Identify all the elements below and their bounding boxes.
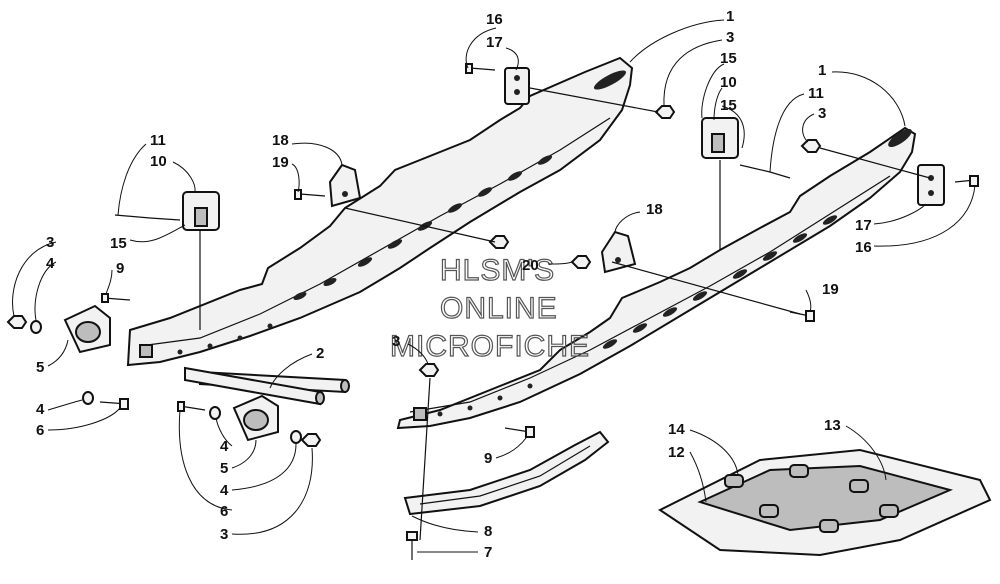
callout-19: 19 <box>272 154 289 171</box>
callout-5: 5 <box>220 460 228 477</box>
callout-labels: 16 17 1 3 15 10 15 1 11 3 11 10 18 19 15… <box>36 8 872 561</box>
callout-15: 15 <box>720 50 737 67</box>
callout-4: 4 <box>46 255 55 272</box>
callout-19: 19 <box>822 281 839 298</box>
track-section <box>658 448 992 557</box>
callout-4: 4 <box>36 401 45 418</box>
callout-7: 7 <box>484 544 492 561</box>
callout-4: 4 <box>220 438 229 455</box>
watermark-line-2: ONLINE <box>440 292 558 325</box>
callout-17: 17 <box>855 217 872 234</box>
cross-shafts <box>184 366 350 406</box>
callout-4: 4 <box>220 482 229 499</box>
callout-3: 3 <box>726 29 734 46</box>
callout-3: 3 <box>46 234 54 251</box>
callout-11: 11 <box>150 132 166 149</box>
callout-17: 17 <box>486 34 503 51</box>
hardware <box>6 63 979 560</box>
callout-18: 18 <box>272 132 289 149</box>
callout-18: 18 <box>646 201 663 218</box>
callout-3: 3 <box>818 105 826 122</box>
callout-8: 8 <box>484 523 492 540</box>
callout-15: 15 <box>110 235 127 252</box>
watermark: HLSM'S ONLINE MICROFICHE <box>389 253 590 363</box>
callout-14: 14 <box>668 421 685 438</box>
watermark-line-1: HLSM'S <box>440 254 555 287</box>
callout-10: 10 <box>150 153 167 170</box>
right-slide-rail <box>396 126 917 430</box>
callout-6: 6 <box>220 503 228 520</box>
callout-13: 13 <box>824 417 841 434</box>
callout-6: 6 <box>36 422 44 439</box>
callout-12: 12 <box>668 444 685 461</box>
callout-1: 1 <box>818 62 826 79</box>
callout-20: 20 <box>522 257 539 274</box>
wear-strip <box>403 430 610 516</box>
callout-9: 9 <box>116 260 124 277</box>
left-slide-rail <box>126 56 634 367</box>
callout-5: 5 <box>36 359 44 376</box>
callout-3: 3 <box>392 333 400 350</box>
callout-15: 15 <box>720 97 737 114</box>
callout-9: 9 <box>484 450 492 467</box>
callout-1: 1 <box>726 8 734 25</box>
callout-11: 11 <box>808 85 824 102</box>
callout-leaders <box>12 19 976 553</box>
callout-3: 3 <box>220 526 228 543</box>
callout-2: 2 <box>316 345 324 362</box>
callout-16: 16 <box>486 11 503 28</box>
callout-10: 10 <box>720 74 737 91</box>
watermark-line-3: MICROFICHE <box>390 330 590 363</box>
callout-16: 16 <box>855 239 872 256</box>
